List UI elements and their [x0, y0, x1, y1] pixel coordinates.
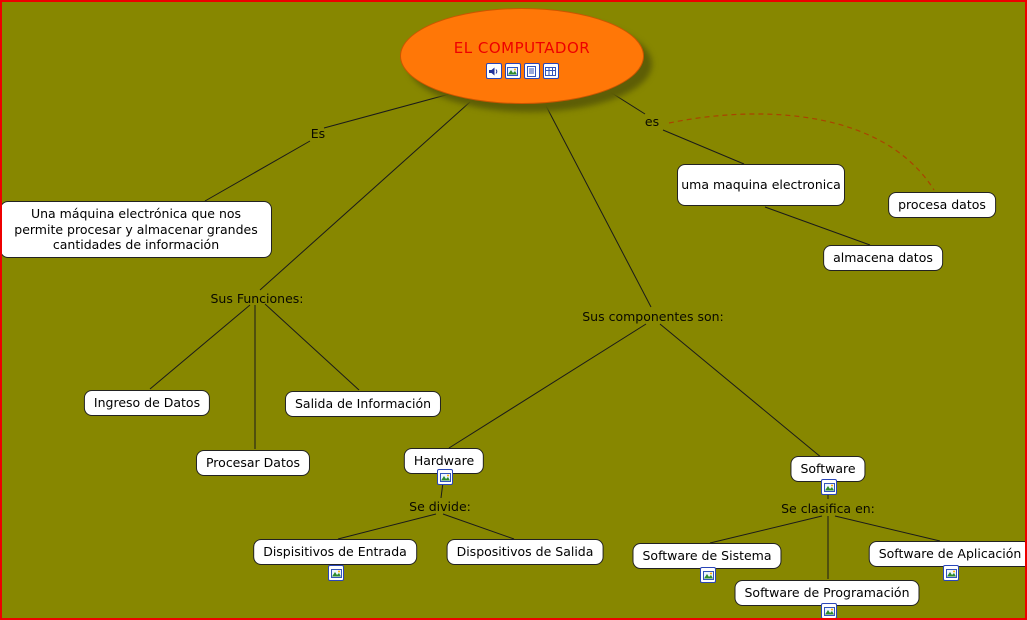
link-label-clasifica[interactable]: Se clasifica en: [781, 501, 875, 516]
link-label-divide[interactable]: Se divide: [409, 499, 471, 514]
dispositivos-entrada-image-attachment-icon[interactable] [328, 565, 344, 581]
table-icon[interactable] [542, 63, 559, 79]
node-salida[interactable]: Salida de Información [284, 391, 442, 417]
software-sistema-image-attachment-icon[interactable] [700, 567, 716, 583]
node-software-programacion[interactable]: Software de Programación [734, 580, 920, 606]
link-label-es-right[interactable]: es [644, 114, 660, 129]
audio-icon[interactable] [485, 63, 502, 79]
node-almacena[interactable]: almacena datos [823, 245, 943, 271]
root-node-label: EL COMPUTADOR [453, 39, 591, 57]
node-maquina[interactable]: uma maquina electronica [677, 164, 845, 206]
node-procesar[interactable]: Procesar Datos [195, 450, 311, 476]
root-icon-row [485, 63, 559, 79]
document-icon[interactable] [523, 63, 540, 79]
root-node[interactable]: EL COMPUTADOR [400, 8, 644, 104]
image-icon[interactable] [504, 63, 521, 79]
node-dispositivos-salida[interactable]: Dispositivos de Salida [446, 539, 604, 565]
link-label-funciones[interactable]: Sus Funciones: [210, 291, 304, 306]
link-label-es-left[interactable]: Es [310, 126, 326, 141]
node-procesa[interactable]: procesa datos [888, 192, 996, 218]
software-aplicacion-image-attachment-icon[interactable] [943, 565, 959, 581]
node-software[interactable]: Software [790, 456, 866, 482]
node-definition[interactable]: Una máquina electrónica que nos permite … [2, 201, 272, 258]
node-software-sistema[interactable]: Software de Sistema [632, 543, 782, 569]
hardware-image-attachment-icon[interactable] [437, 469, 453, 485]
node-ingreso[interactable]: Ingreso de Datos [83, 390, 211, 416]
link-label-componentes[interactable]: Sus componentes son: [582, 309, 724, 324]
node-dispositivos-entrada[interactable]: Dispisitivos de Entrada [253, 539, 417, 565]
node-software-aplicacion[interactable]: Software de Aplicación [868, 541, 1025, 567]
software-programacion-image-attachment-icon[interactable] [821, 603, 837, 618]
software-image-attachment-icon[interactable] [821, 479, 837, 495]
